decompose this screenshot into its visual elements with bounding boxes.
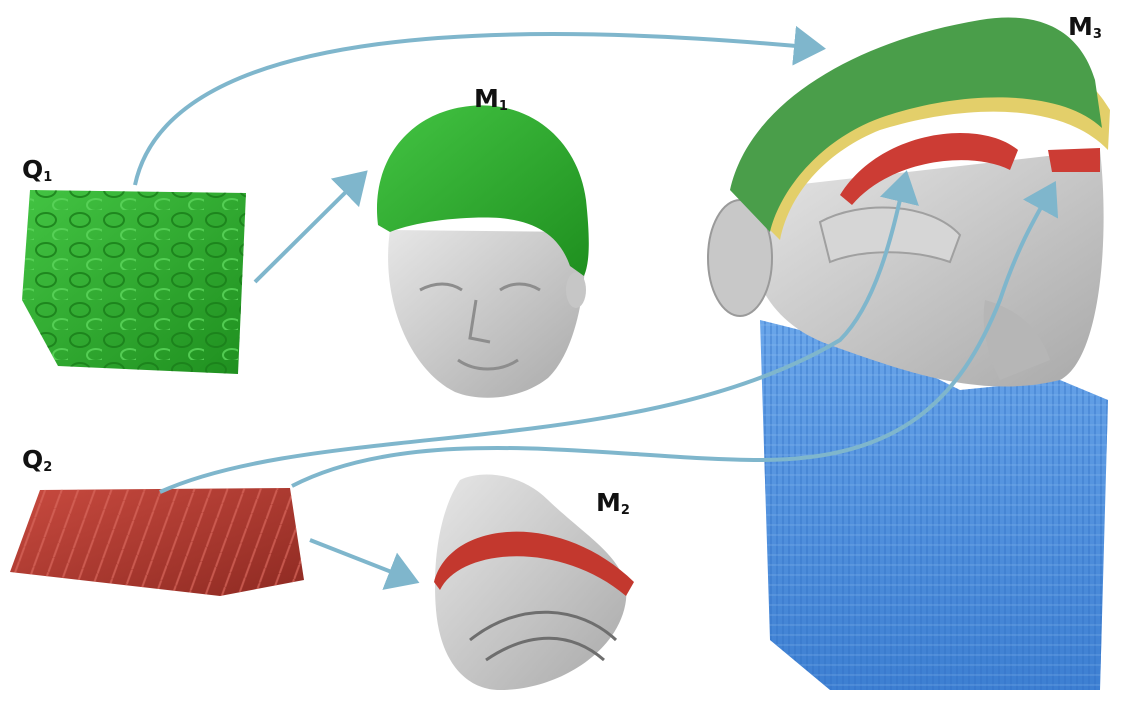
label-m1-main: M — [474, 84, 499, 113]
label-m2: M2 — [596, 490, 630, 517]
label-q1: Q1 — [22, 157, 52, 184]
label-m1-sub: 1 — [499, 99, 508, 114]
label-m1: M1 — [474, 86, 508, 113]
arrow-q1-to-m1 — [255, 176, 362, 282]
label-m2-sub: 2 — [621, 503, 630, 518]
label-q1-main: Q — [22, 155, 43, 184]
label-m3-sub: 3 — [1093, 27, 1102, 42]
label-q1-sub: 1 — [43, 170, 52, 185]
query-patch-q1 — [22, 190, 246, 374]
label-q2-sub: 2 — [43, 460, 52, 475]
arrow-q2-to-m2 — [310, 540, 412, 580]
query-patch-q2 — [10, 488, 304, 596]
label-q2-main: Q — [22, 445, 43, 474]
model-m3 — [708, 18, 1110, 691]
bearded-head-statue-icon — [708, 18, 1110, 691]
label-q2: Q2 — [22, 447, 52, 474]
head-with-green-cap-icon — [377, 105, 589, 397]
label-m2-main: M — [596, 488, 621, 517]
label-m3-main: M — [1068, 12, 1093, 41]
model-m1 — [377, 105, 589, 397]
label-m3: M3 — [1068, 14, 1102, 41]
